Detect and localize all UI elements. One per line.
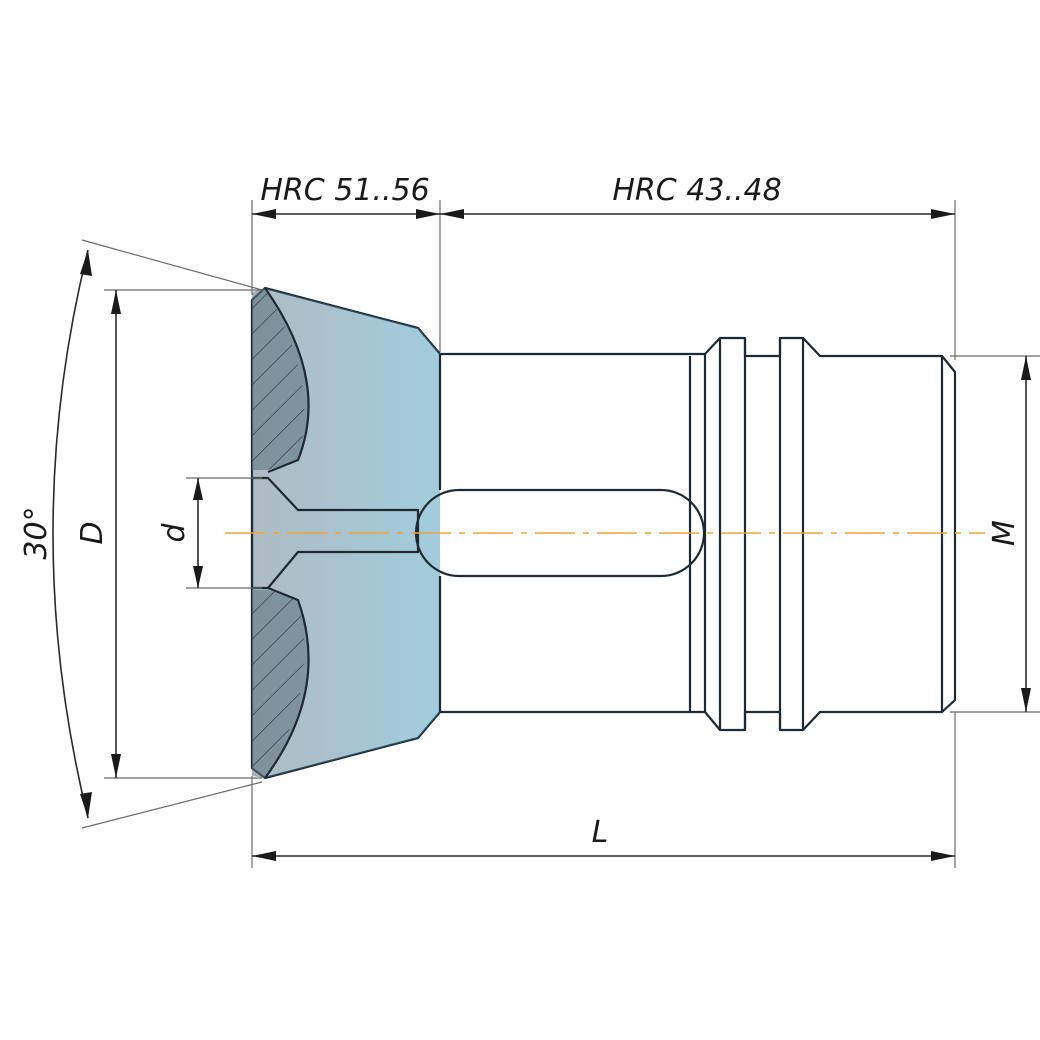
thread-dimension: M	[950, 355, 1040, 713]
angle-label: 30°	[19, 506, 54, 559]
angle-dimension: 30°	[19, 239, 263, 829]
outer-diameter-dimension: D	[75, 289, 262, 779]
collet-body	[250, 286, 957, 780]
hardness-front-label: HRC 51..56	[260, 173, 429, 208]
body-silhouette	[250, 286, 957, 780]
thread-label: M	[987, 520, 1022, 546]
hardness-rear-label: HRC 43..48	[612, 173, 781, 208]
length-dimension: L	[251, 712, 956, 868]
bore-diameter-label: d	[157, 523, 192, 543]
outer-diameter-label: D	[75, 521, 110, 544]
bore-diameter-dimension: d	[157, 477, 262, 589]
hardness-dimension: HRC 51..56 HRC 43..48	[251, 173, 956, 360]
length-label: L	[592, 815, 609, 850]
